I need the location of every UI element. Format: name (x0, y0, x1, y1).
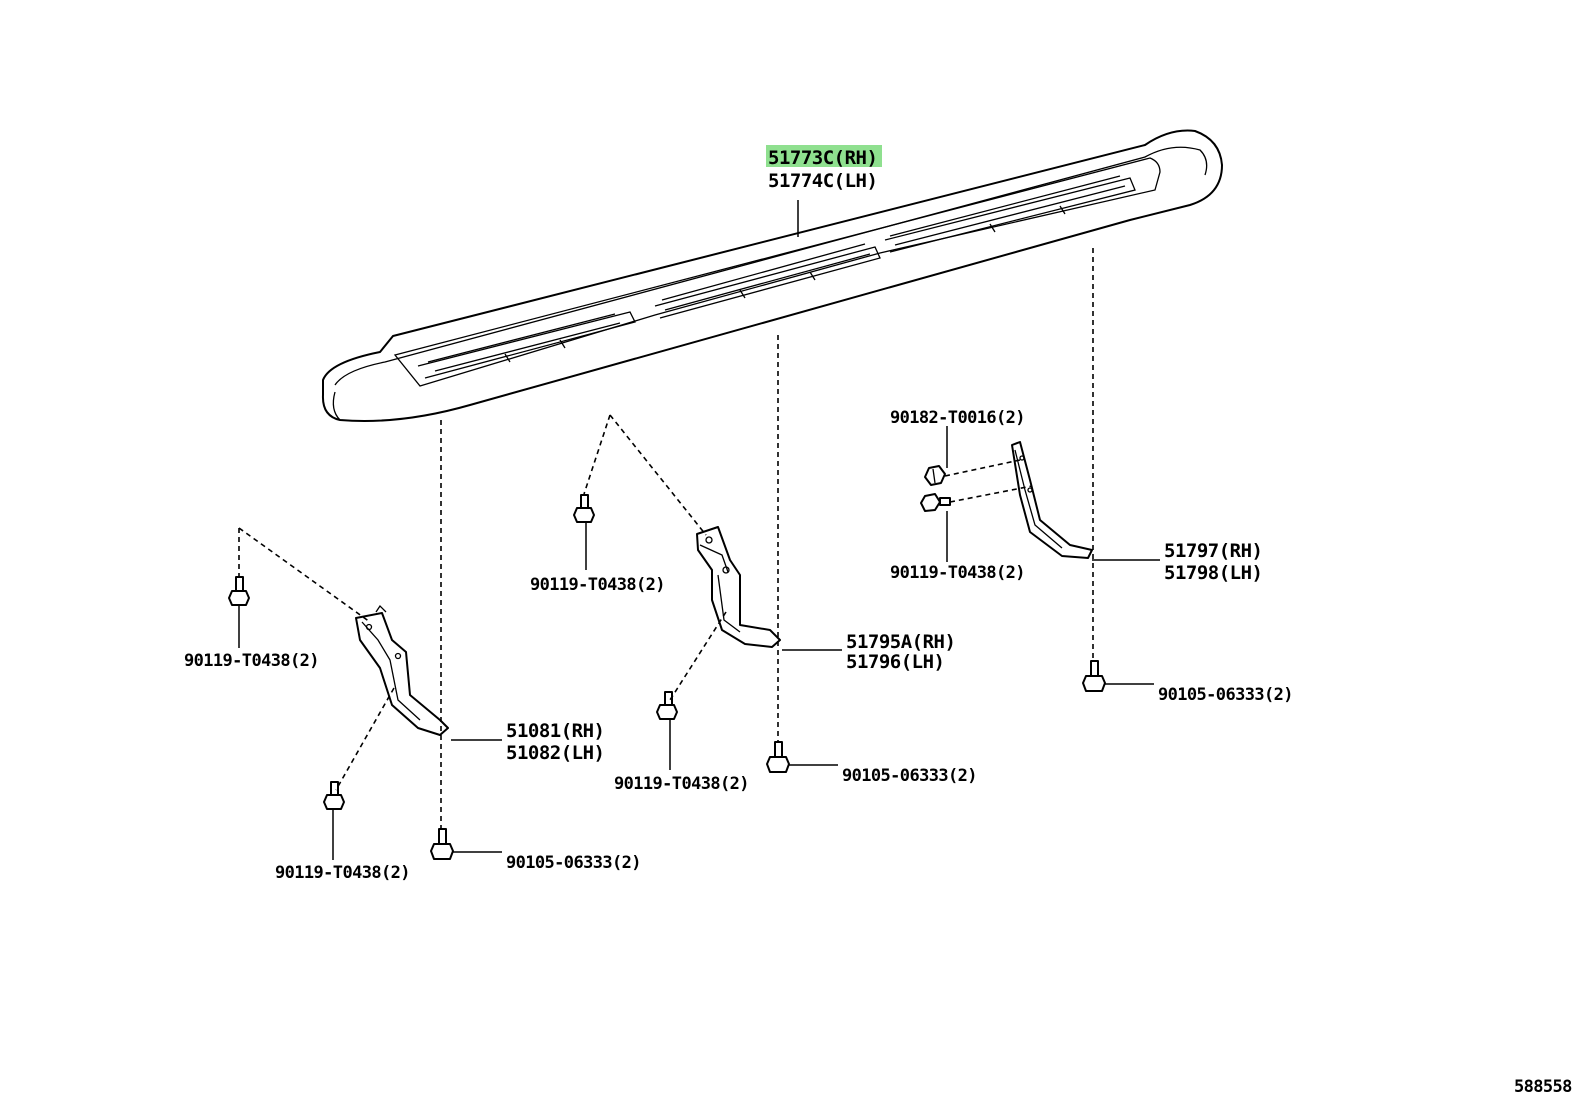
side-step-board (321, 129, 1223, 422)
center-bracket (696, 526, 781, 648)
label-center-bracket-lh[interactable]: 51796(LH) (846, 651, 945, 673)
front-lower-bolt (323, 781, 345, 810)
highlight-marker (766, 145, 882, 167)
label-center-bracket-rh[interactable]: 51795A(RH) (846, 631, 956, 653)
part-labels: 51773C(RH) 51774C(LH) 51081(RH) 51082(LH… (184, 145, 1573, 1097)
label-screw-center[interactable]: 90105-06333(2) (842, 766, 977, 786)
label-bolt-front-upper[interactable]: 90119-T0438(2) (184, 651, 319, 671)
leader-lines (238, 200, 1160, 860)
center-upper-bolt (573, 494, 595, 523)
label-bolt-front-lower[interactable]: 90119-T0438(2) (275, 863, 410, 883)
label-step-rh[interactable]: 51773C(RH) (768, 147, 878, 169)
diagram-id: 588558 (1514, 1077, 1572, 1097)
label-screw-rear[interactable]: 90105-06333(2) (1158, 685, 1293, 705)
rear-bolt (920, 493, 951, 512)
label-front-bracket-rh[interactable]: 51081(RH) (506, 720, 605, 742)
rear-bracket (1011, 441, 1093, 559)
front-upper-bolt (228, 576, 250, 606)
label-bolt-center-lower[interactable]: 90119-T0438(2) (614, 774, 749, 794)
label-nut-rear[interactable]: 90182-T0016(2) (890, 408, 1025, 428)
rear-screw (1082, 660, 1106, 692)
center-screw (766, 741, 790, 773)
label-front-bracket-lh[interactable]: 51082(LH) (506, 742, 605, 764)
label-screw-front[interactable]: 90105-06333(2) (506, 853, 641, 873)
assembly-lines (238, 248, 1094, 828)
center-lower-bolt (656, 691, 678, 720)
front-screw (430, 828, 454, 860)
front-bracket (355, 604, 449, 736)
label-bolt-rear[interactable]: 90119-T0438(2) (890, 563, 1025, 583)
label-step-lh[interactable]: 51774C(LH) (768, 170, 878, 192)
label-bolt-center-upper[interactable]: 90119-T0438(2) (530, 575, 665, 595)
rear-nut (924, 465, 946, 486)
label-rear-bracket-rh[interactable]: 51797(RH) (1164, 540, 1263, 562)
label-rear-bracket-lh[interactable]: 51798(LH) (1164, 562, 1263, 584)
